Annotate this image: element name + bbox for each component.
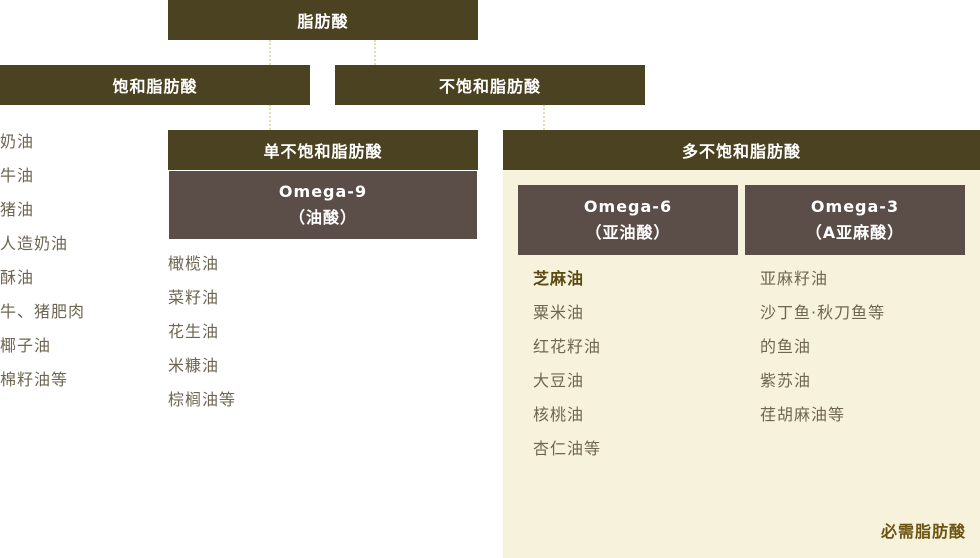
- list-item: 米糠油: [168, 356, 220, 375]
- node-polyunsaturated-fatty-acid: 多不饱和脂肪酸: [503, 130, 980, 170]
- node-omega-3: Omega-3 （A亚麻酸）: [745, 185, 965, 255]
- node-poly-label: 多不饱和脂肪酸: [681, 142, 801, 161]
- omega-3-subtitle: （A亚麻酸）: [805, 223, 905, 242]
- omega-9-name: Omega-9: [278, 182, 368, 201]
- node-fatty-acid: 脂肪酸: [168, 0, 478, 40]
- node-fatty-acid-label: 脂肪酸: [297, 12, 349, 31]
- node-monounsaturated-fatty-acid: 单不饱和脂肪酸: [168, 130, 478, 170]
- list-item: 粟米油: [533, 303, 585, 322]
- connector-root-unsaturated: [374, 40, 376, 65]
- list-item: 牛油: [0, 166, 35, 185]
- essential-fatty-acid-label: 必需脂肪酸: [880, 522, 966, 541]
- list-item: 荏胡麻油等: [760, 405, 846, 424]
- omega-9-subtitle: （油酸）: [288, 208, 357, 227]
- list-item: 核桃油: [533, 405, 585, 424]
- list-item: 沙丁鱼·秋刀鱼等: [760, 303, 886, 322]
- list-item: 菜籽油: [168, 288, 220, 307]
- list-item: 棕榈油等: [168, 390, 237, 409]
- list-item: 的鱼油: [760, 337, 812, 356]
- omega-6-name: Omega-6: [583, 197, 673, 216]
- list-item: 紫苏油: [760, 371, 812, 390]
- list-item: 酥油: [0, 268, 35, 287]
- list-item: 橄榄油: [168, 254, 220, 273]
- node-unsaturated-label: 不饱和脂肪酸: [438, 77, 541, 96]
- omega-9-food-list: 橄榄油 菜籽油 花生油 米糠油 棕榈油等: [168, 247, 236, 417]
- list-item: 棉籽油等: [0, 370, 69, 389]
- list-item: 椰子油: [0, 336, 52, 355]
- node-unsaturated-fatty-acid: 不饱和脂肪酸: [335, 65, 645, 105]
- list-item: 杏仁油等: [533, 439, 602, 458]
- list-item: 大豆油: [533, 371, 585, 390]
- omega-6-food-list: 芝麻油 粟米油 红花籽油 大豆油 核桃油 杏仁油等: [533, 262, 601, 466]
- connector-unsaturated-mono: [269, 105, 271, 130]
- list-item: 亚麻籽油: [760, 269, 829, 288]
- list-item: 花生油: [168, 322, 220, 341]
- connector-unsaturated-poly: [543, 105, 545, 130]
- node-omega-9: Omega-9 （油酸）: [169, 171, 477, 239]
- node-saturated-label: 饱和脂肪酸: [112, 77, 198, 96]
- omega-6-subtitle: （亚油酸）: [585, 223, 671, 242]
- list-item: 奶油: [0, 132, 35, 151]
- omega-3-name: Omega-3: [810, 197, 900, 216]
- list-item: 红花籽油: [533, 337, 602, 356]
- node-mono-label: 单不饱和脂肪酸: [263, 142, 383, 161]
- list-item: 人造奶油: [0, 234, 69, 253]
- list-item: 牛、猪肥肉: [0, 302, 86, 321]
- list-item-highlighted: 芝麻油: [533, 269, 585, 288]
- omega-3-food-list: 亚麻籽油 沙丁鱼·秋刀鱼等 的鱼油 紫苏油 荏胡麻油等: [760, 262, 885, 432]
- saturated-food-list: 奶油 牛油 猪油 人造奶油 酥油 牛、猪肥肉 椰子油 棉籽油等: [0, 125, 85, 397]
- connector-root-saturated: [269, 40, 271, 65]
- node-saturated-fatty-acid: 饱和脂肪酸: [0, 65, 310, 105]
- node-omega-6: Omega-6 （亚油酸）: [518, 185, 738, 255]
- list-item: 猪油: [0, 200, 35, 219]
